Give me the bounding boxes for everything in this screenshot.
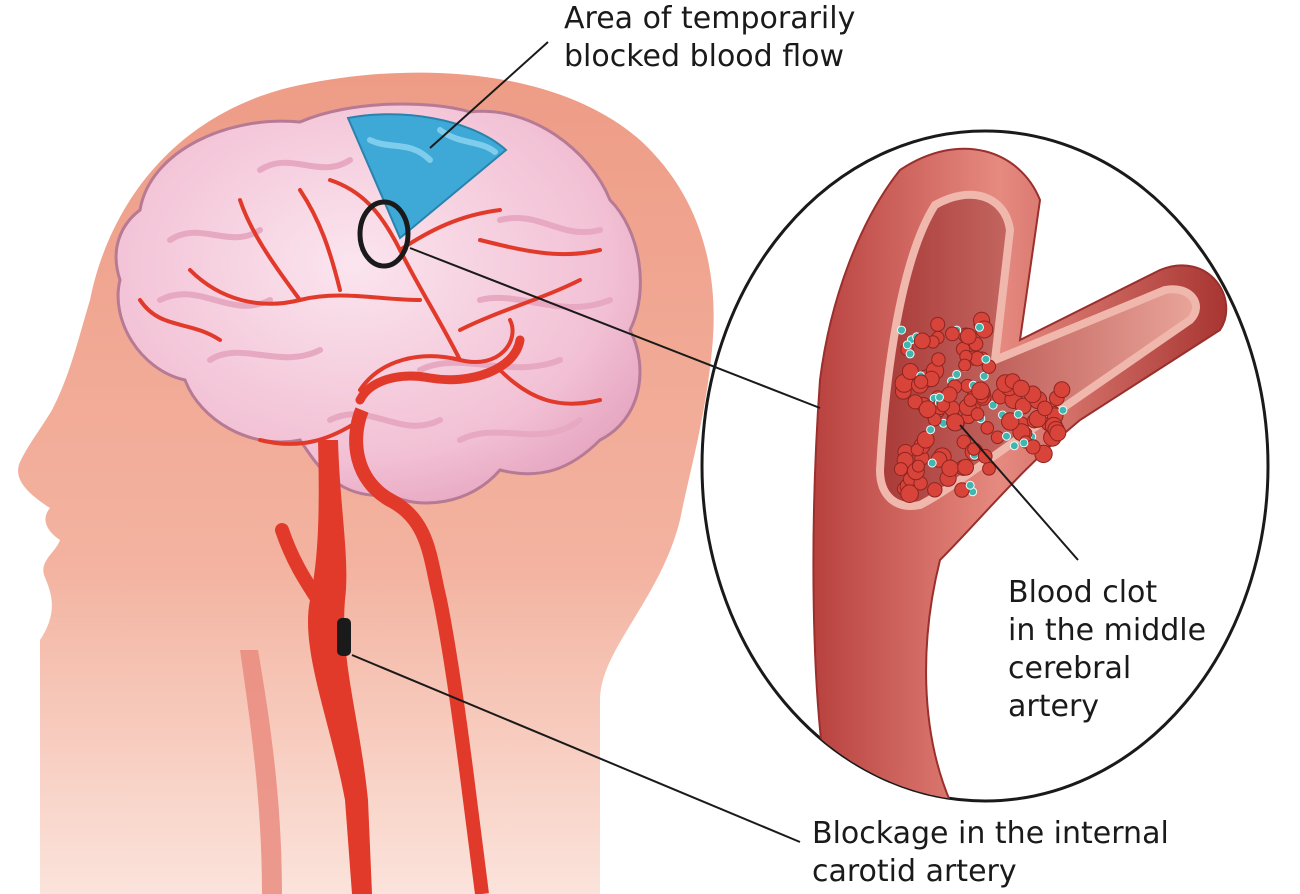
red-blood-cell xyxy=(957,458,974,476)
red-blood-cell xyxy=(1012,379,1030,398)
red-blood-cell xyxy=(954,482,970,498)
red-blood-cell xyxy=(893,462,908,477)
red-blood-cell xyxy=(941,386,958,403)
label-blood-clot: Blood clot in the middle cerebral artery xyxy=(1008,574,1206,726)
red-blood-cell xyxy=(907,394,923,410)
carotid-blockage xyxy=(337,618,351,656)
red-blood-cell xyxy=(916,430,935,449)
brain xyxy=(114,102,642,505)
platelet xyxy=(965,480,975,490)
red-blood-cell xyxy=(958,358,972,372)
label-blood-clot-line4: artery xyxy=(1008,689,1100,724)
magnified-view xyxy=(700,129,1270,803)
red-blood-cell xyxy=(971,381,990,401)
platelet xyxy=(1019,438,1029,448)
platelet xyxy=(927,458,937,468)
red-blood-cell xyxy=(918,400,937,419)
platelet xyxy=(981,354,991,364)
label-carotid-blockage: Blockage in the internal carotid artery xyxy=(812,815,1169,891)
leader-blood-clot xyxy=(959,424,1079,561)
label-blocked-area-line2: blocked blood flow xyxy=(564,39,845,74)
red-blood-cell xyxy=(913,374,929,389)
red-blood-cell xyxy=(931,352,946,367)
red-blood-cell xyxy=(911,459,925,473)
red-blood-cell xyxy=(945,326,960,342)
cerebral-arteries xyxy=(138,178,602,446)
platelet xyxy=(926,425,936,435)
platelet xyxy=(935,392,944,402)
platelet xyxy=(902,340,912,350)
red-blood-cell xyxy=(927,482,943,498)
label-blood-clot-line3: cerebral xyxy=(1008,651,1132,686)
red-blood-cell xyxy=(946,413,965,432)
carotid-arteries xyxy=(275,407,489,894)
red-blood-cell xyxy=(1037,400,1053,417)
red-blood-cell xyxy=(977,448,993,464)
red-blood-cell xyxy=(941,459,959,478)
platelet xyxy=(952,369,962,379)
leader-magnify xyxy=(409,247,821,409)
label-carotid-blockage-line1: Blockage in the internal xyxy=(812,816,1169,851)
red-blood-cell xyxy=(970,407,985,421)
clot-location-marker xyxy=(357,199,411,269)
red-blood-cell xyxy=(1001,412,1020,431)
platelet xyxy=(975,322,984,332)
red-blood-cell xyxy=(980,421,995,435)
label-blood-clot-line1: Blood clot xyxy=(1008,575,1158,610)
platelet xyxy=(1058,405,1068,415)
label-carotid-blockage-line2: carotid artery xyxy=(812,854,1017,889)
label-blocked-area: Area of temporarily blocked blood flow xyxy=(564,0,855,76)
red-blood-cell xyxy=(959,327,977,345)
platelet xyxy=(905,349,915,359)
label-blood-clot-line2: in the middle xyxy=(1008,613,1207,648)
red-blood-cell xyxy=(900,484,919,504)
platelet xyxy=(1002,431,1011,441)
platelet xyxy=(1013,409,1023,419)
red-blood-cell xyxy=(990,430,1005,445)
platelet xyxy=(897,325,906,335)
platelet xyxy=(1009,441,1019,451)
leader-blockage xyxy=(351,654,801,843)
red-blood-cell xyxy=(930,316,946,332)
leader-lines xyxy=(351,41,1079,843)
red-blood-cell xyxy=(1053,381,1071,399)
red-blood-cell xyxy=(1049,424,1067,442)
red-blood-cell xyxy=(901,363,919,380)
leader-blocked-area xyxy=(429,41,549,149)
label-blocked-area-line1: Area of temporarily xyxy=(564,1,856,36)
red-blood-cell xyxy=(913,332,931,350)
platelet xyxy=(988,400,998,410)
blood-clot xyxy=(893,311,1071,504)
platelet xyxy=(979,371,989,381)
